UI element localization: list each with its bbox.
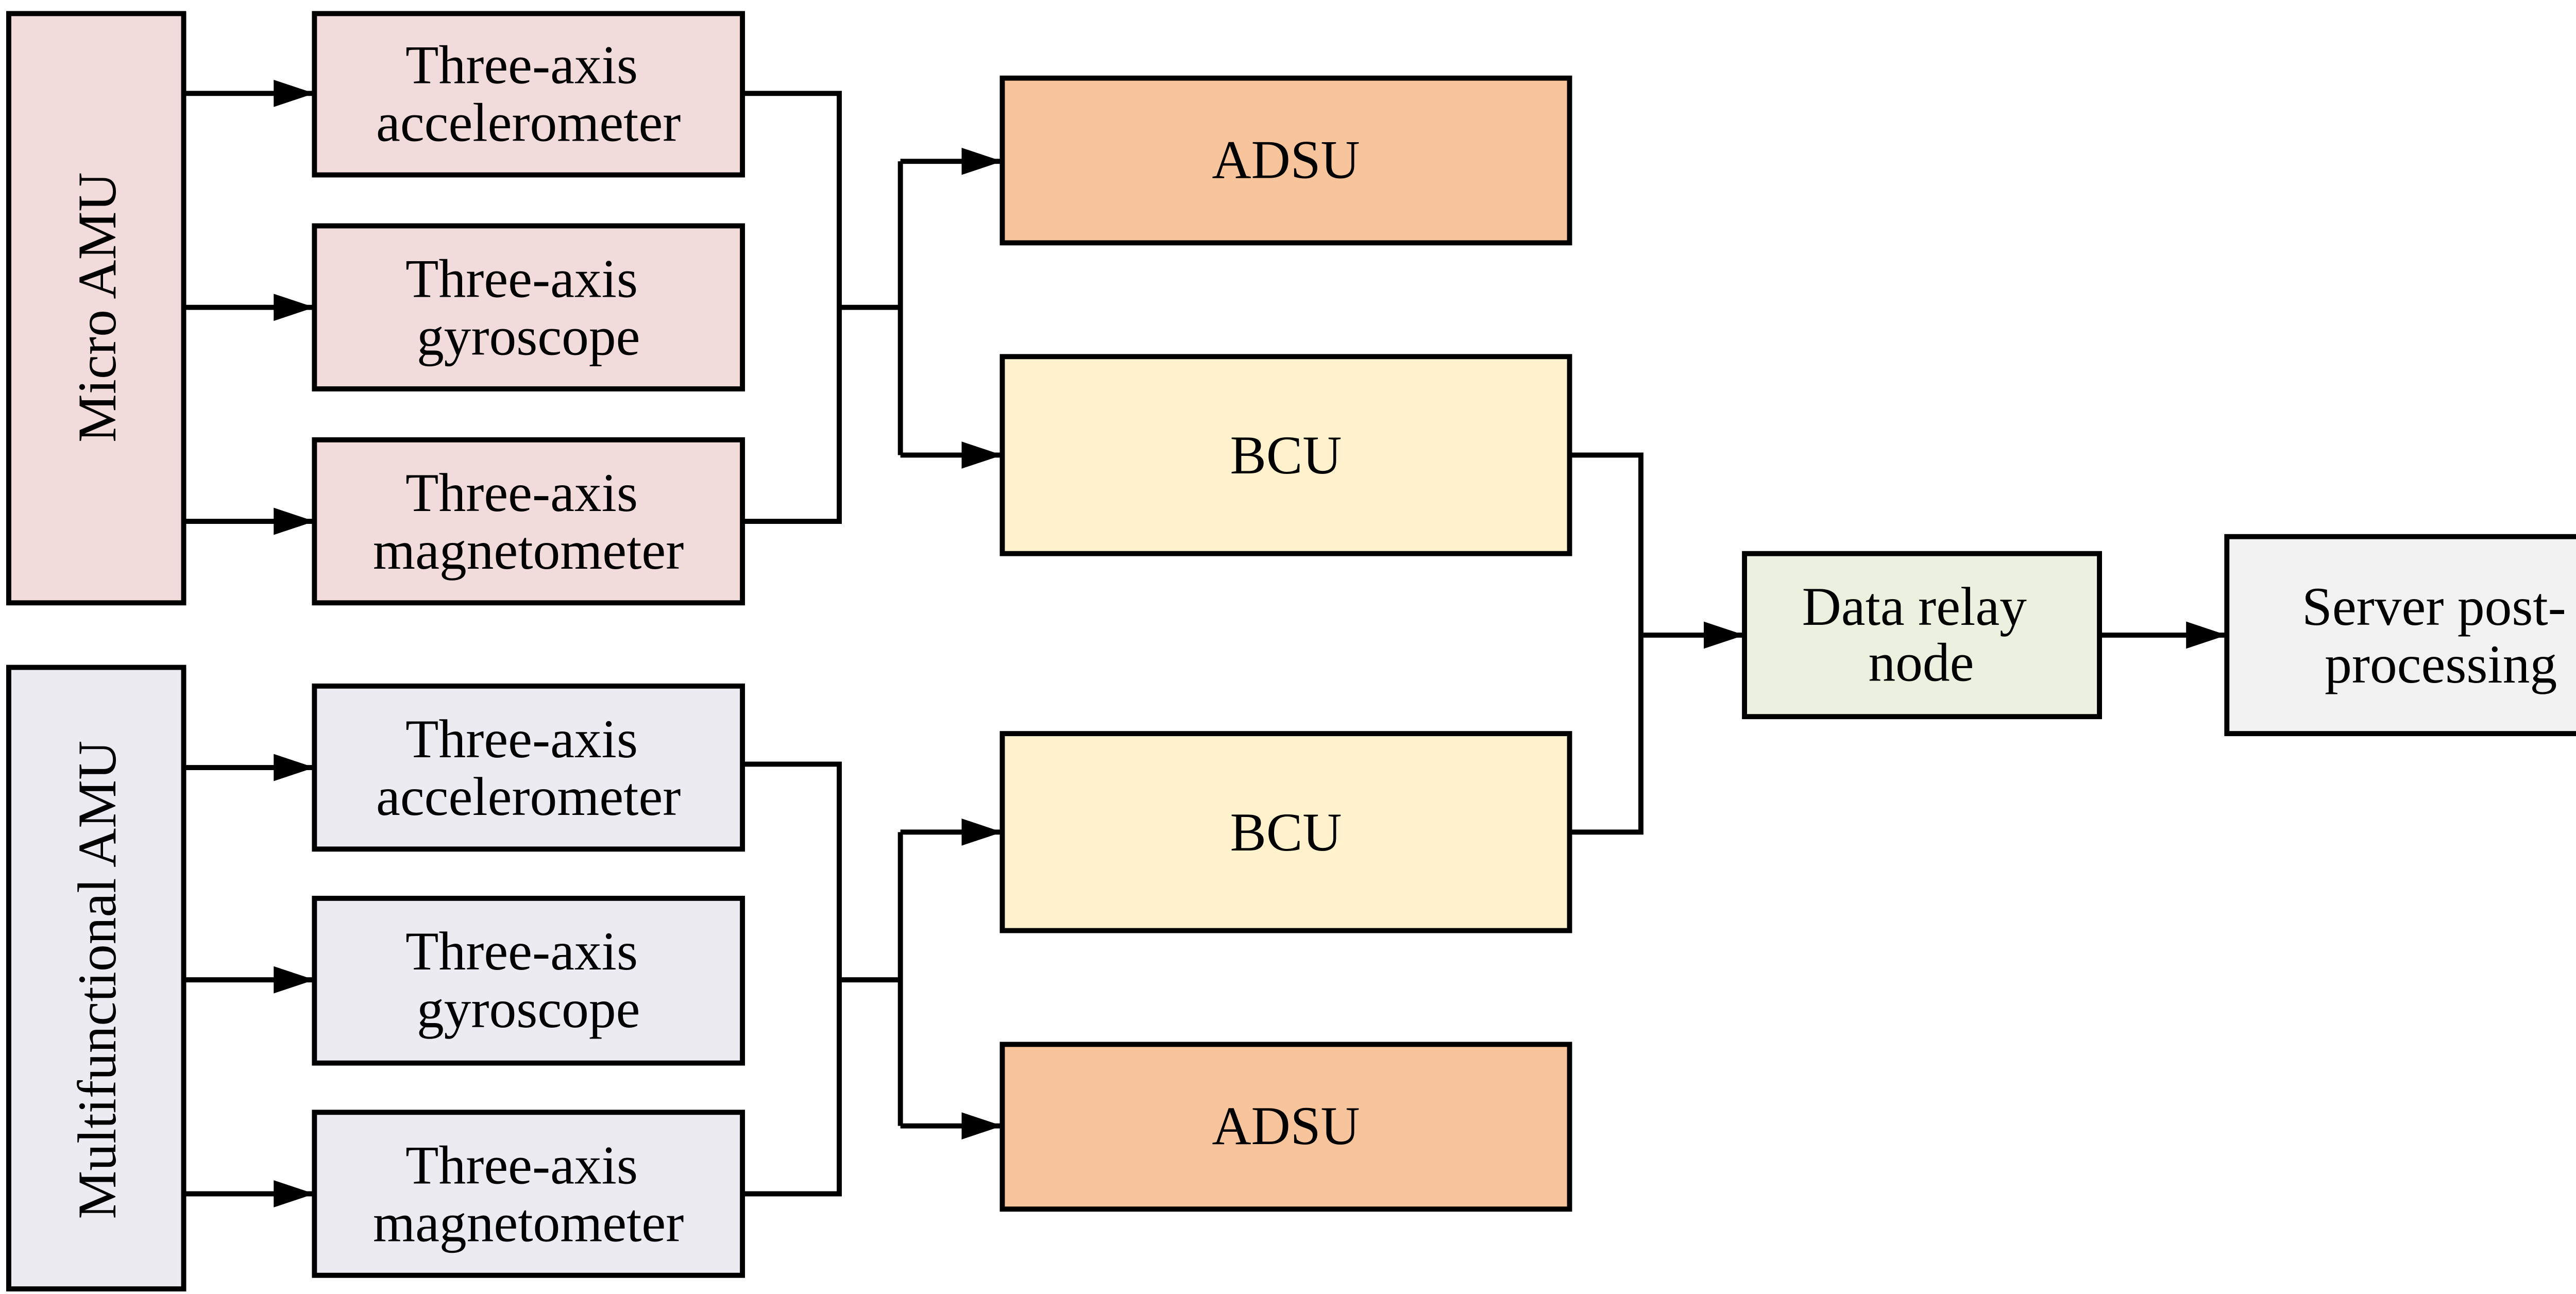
micro-sensor-merge-line <box>742 91 842 524</box>
data-relay-node-label: Data relay node <box>1802 576 2041 692</box>
micro-amu-box <box>6 11 187 606</box>
micro-magnetometer-label: Three-axis magnetometer <box>373 463 684 581</box>
top-adsu-box <box>999 75 1572 246</box>
bottom-adsu-label: ADSU <box>1212 1096 1360 1156</box>
top-bcu-label: BCU <box>1230 425 1342 485</box>
micro-gyroscope-label: Three-axis gyroscope <box>405 248 651 366</box>
multi-accelerometer-label: Three-axis accelerometer <box>376 709 681 827</box>
multi-gyroscope-label: Three-axis gyroscope <box>405 921 651 1039</box>
bottom-adsu-box <box>999 1042 1572 1212</box>
bottom-bcu-box <box>999 731 1572 933</box>
bottom-bcu-label: BCU <box>1230 802 1342 862</box>
server-post-processing-box <box>2224 534 2576 737</box>
output-chain: Data relay node Server post- processing <box>1569 452 2576 835</box>
server-post-processing-label: Server post- processing <box>2302 576 2576 694</box>
multifunctional-amu-group: Multifunctional AMU Three-axis accelerom… <box>6 665 1572 1292</box>
micro-accelerometer-box <box>312 11 745 178</box>
micro-gyroscope-box <box>312 223 745 391</box>
multi-sensor-merge-line <box>742 761 842 1197</box>
micro-amu-group: Micro AMU Three-axis accelerometer Three… <box>6 11 1572 606</box>
multi-accelerometer-box <box>312 683 745 852</box>
micro-amu-label: Micro AMU <box>67 172 127 442</box>
top-bcu-box <box>999 354 1572 556</box>
multifunctional-amu-label: Multifunctional AMU <box>67 741 127 1219</box>
bcu-collector-line <box>1569 452 1643 835</box>
top-adsu-label: ADSU <box>1212 129 1360 190</box>
data-relay-node-box <box>1742 551 2103 720</box>
micro-accelerometer-label: Three-axis accelerometer <box>376 35 681 152</box>
multi-magnetometer-label: Three-axis magnetometer <box>373 1135 684 1253</box>
